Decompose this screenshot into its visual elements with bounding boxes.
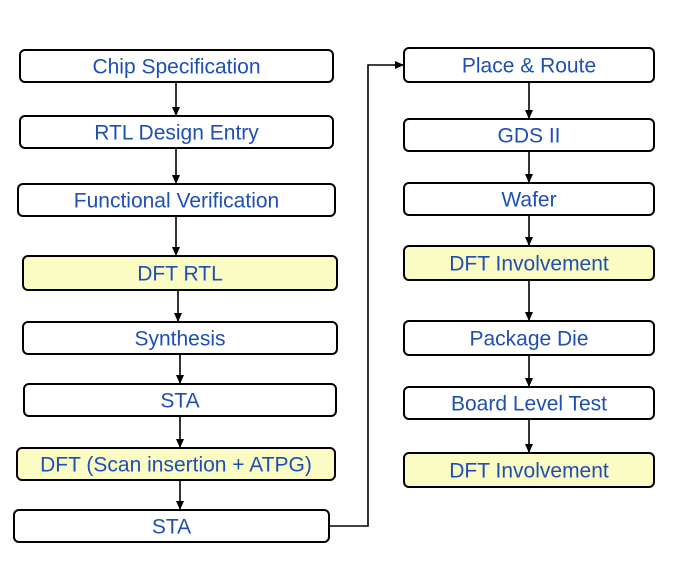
node-label: GDS II (497, 125, 560, 148)
node-dft-involvement-2: DFT Involvement (403, 452, 655, 488)
node-box (403, 245, 655, 281)
node-place-route: Place & Route (403, 47, 655, 83)
node-box (403, 182, 655, 216)
node-label: Synthesis (134, 328, 225, 351)
node-gds-ii: GDS II (403, 118, 655, 152)
node-label: RTL Design Entry (94, 122, 259, 145)
node-label: Chip Specification (92, 56, 260, 79)
node-chip-specification: Chip Specification (19, 49, 334, 83)
node-rtl-design-entry: RTL Design Entry (19, 115, 334, 149)
node-label: DFT (Scan insertion + ATPG) (40, 454, 312, 477)
node-label: STA (160, 390, 199, 413)
node-label: Package Die (469, 328, 588, 351)
node-functional-verification: Functional Verification (17, 183, 336, 217)
node-dft-involvement-1: DFT Involvement (403, 245, 655, 281)
node-box (403, 452, 655, 488)
node-box (22, 255, 338, 291)
node-dft-scan-atpg: DFT (Scan insertion + ATPG) (16, 447, 336, 481)
node-box (403, 47, 655, 83)
node-box (22, 321, 338, 355)
node-box (16, 447, 336, 481)
node-board-level-test: Board Level Test (403, 386, 655, 420)
node-label: Board Level Test (451, 393, 607, 416)
node-box (19, 49, 334, 83)
node-label: DFT Involvement (449, 460, 609, 483)
node-box (13, 509, 330, 543)
node-box (403, 386, 655, 420)
node-sta-1: STA (23, 383, 337, 417)
arrow-sta-to-place-route (329, 61, 404, 527)
node-label: STA (152, 516, 191, 539)
connectors (172, 61, 533, 527)
node-box (23, 383, 337, 417)
node-package-die: Package Die (403, 320, 655, 356)
node-box (403, 320, 655, 356)
node-sta-2: STA (13, 509, 330, 543)
node-synthesis: Synthesis (22, 321, 338, 355)
node-box (403, 118, 655, 152)
node-label: Place & Route (462, 55, 596, 78)
node-label: DFT Involvement (449, 253, 609, 276)
node-label: Wafer (501, 189, 556, 212)
node-box (17, 183, 336, 217)
node-dft-rtl: DFT RTL (22, 255, 338, 291)
node-label: Functional Verification (74, 190, 279, 213)
node-label: DFT RTL (137, 263, 223, 286)
node-box (19, 115, 334, 149)
node-wafer: Wafer (403, 182, 655, 216)
